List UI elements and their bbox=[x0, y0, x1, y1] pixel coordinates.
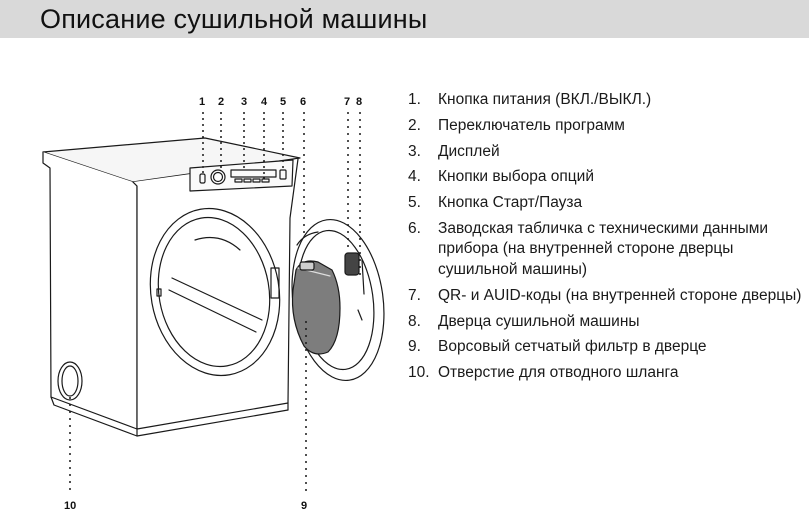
callout-line-10 bbox=[69, 397, 71, 490]
legend-item: 10. Отверстие для отводного шланга bbox=[408, 363, 803, 384]
legend-item: 6. Заводская табличка с техническими данн… bbox=[408, 219, 803, 281]
legend-item-number: 6. bbox=[408, 219, 421, 237]
legend-item-number: 9. bbox=[408, 338, 421, 356]
legend-item: 9. Ворсовый сетчатый фильтр в дверце bbox=[408, 337, 803, 358]
page-title: Описание сушильной машины bbox=[40, 4, 428, 34]
legend-item-text: Дисплей bbox=[438, 142, 500, 160]
callout-7: 7 bbox=[344, 96, 351, 108]
callout-line-9 bbox=[305, 321, 307, 491]
page-header: Описание сушильной машины bbox=[0, 0, 809, 38]
legend-item: 3. Дисплей bbox=[408, 142, 803, 163]
legend-item-text: Кнопка питания (ВКЛ./ВЫКЛ.) bbox=[438, 91, 652, 108]
callout-6: 6 bbox=[300, 96, 307, 108]
callout-5: 5 bbox=[280, 96, 287, 108]
legend-item: 8. Дверца сушильной машины bbox=[408, 312, 803, 333]
legend-item: 5. Кнопка Старт/Пауза bbox=[408, 193, 803, 214]
legend-item-number: 2. bbox=[408, 116, 421, 134]
legend-item-text: Кнопка Старт/Пауза bbox=[438, 194, 583, 212]
legend-item: 4. Кнопки выбора опций bbox=[408, 167, 803, 188]
legend-item-text: Дверца сушильной машины bbox=[438, 312, 640, 330]
callout-8: 8 bbox=[356, 96, 363, 108]
callout-line-6 bbox=[303, 112, 305, 233]
callout-9: 9 bbox=[301, 500, 308, 512]
callout-4: 4 bbox=[261, 96, 268, 108]
legend-item-text: QR- и AUID-коды (на внутренней стороне д… bbox=[438, 286, 802, 304]
callout-line-5 bbox=[282, 112, 284, 168]
legend-item: 1. Кнопка питания (ВКЛ./ВЫКЛ.) bbox=[408, 90, 803, 111]
legend-item-number: 7. bbox=[408, 286, 421, 304]
callout-10: 10 bbox=[64, 500, 77, 512]
legend-item: 2. Переключатель программ bbox=[408, 116, 803, 137]
legend-item-number: 1. bbox=[408, 91, 421, 108]
legend-item-text: Отверстие для отводного шланга bbox=[438, 364, 679, 382]
legend-item-number: 3. bbox=[408, 142, 421, 160]
legend-item-text: Заводская табличка с техническими данным… bbox=[438, 219, 769, 278]
callout-line-7 bbox=[347, 112, 349, 247]
callout-1: 1 bbox=[199, 96, 206, 108]
legend-item-number: 5. bbox=[408, 194, 421, 212]
callout-line-3 bbox=[243, 112, 245, 168]
callout-line-1 bbox=[202, 112, 204, 173]
callout-line-2 bbox=[220, 112, 222, 168]
parts-legend: 1. Кнопка питания (ВКЛ./ВЫКЛ.) 2. Переключ… bbox=[408, 90, 803, 389]
callout-line-8 bbox=[359, 112, 361, 275]
legend-item-number: 10. bbox=[408, 364, 430, 382]
callout-line-4 bbox=[263, 112, 265, 179]
legend-item-text: Кнопки выбора опций bbox=[438, 168, 594, 186]
legend-item-text: Переключатель программ bbox=[438, 116, 625, 134]
callout-3: 3 bbox=[241, 96, 248, 108]
legend-item-number: 4. bbox=[408, 168, 421, 186]
callout-2: 2 bbox=[218, 96, 225, 108]
legend-item-number: 8. bbox=[408, 312, 421, 330]
legend-item: 7. QR- и AUID-коды (на внутренней стороне… bbox=[408, 286, 803, 307]
legend-item-text: Ворсовый сетчатый фильтр в дверце bbox=[438, 338, 707, 356]
